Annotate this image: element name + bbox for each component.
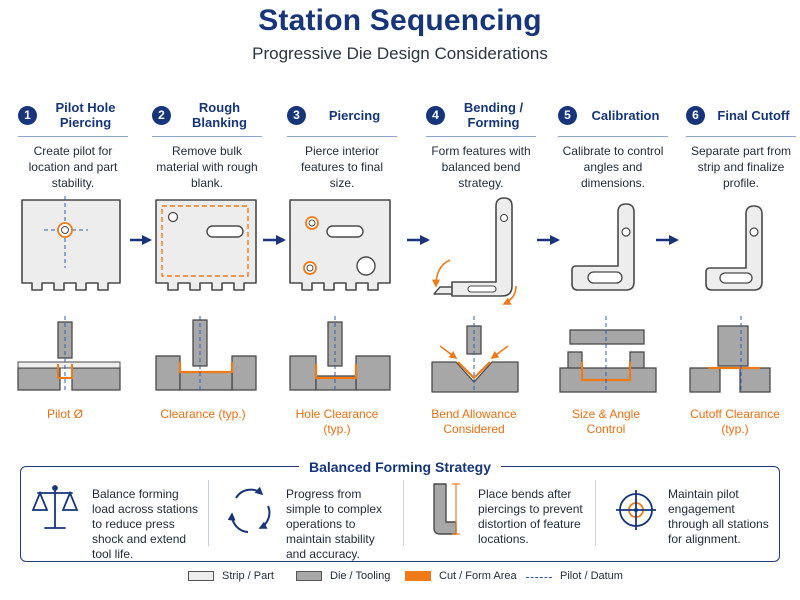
tooling-blanking: [155, 316, 257, 392]
step-title: Bending / Forming: [463, 100, 524, 130]
step-divider: [18, 136, 128, 137]
legend-label: Strip / Part: [222, 570, 274, 582]
legend-item-die: Die / Tooling: [296, 570, 390, 582]
step-number-badge: 2: [152, 105, 171, 125]
tooling-bending: [431, 316, 519, 393]
step-1: 1 Pilot Hole Piercing Create pilot for l…: [18, 96, 128, 191]
step-title: Rough Blanking: [192, 100, 247, 130]
step-title: Piercing: [328, 107, 381, 123]
page-title: Station Sequencing: [258, 4, 542, 37]
tool-label: Pilot Ø: [46, 407, 83, 421]
legend-item-strip: Strip / Part: [188, 570, 274, 582]
step-number-badge: 1: [18, 105, 37, 125]
step-number-badge: 3: [287, 105, 306, 125]
legend-label: Pilot / Datum: [560, 570, 623, 582]
tooling-cutoff: [689, 316, 771, 393]
strategy-tip: Balance forming load across stations to …: [92, 487, 199, 561]
legend-label: Cut / Form Area: [439, 570, 517, 582]
strip-swatch: [188, 571, 214, 581]
legend-label: Die / Tooling: [330, 570, 391, 582]
tool-label: Size & Angle Control: [571, 407, 641, 436]
balance-scale-icon: [31, 485, 79, 529]
part-pierced: [289, 199, 391, 291]
tooling-piercing: [289, 316, 391, 392]
step-divider: [426, 136, 536, 137]
divider: [403, 480, 404, 546]
step-description: Pierce interior features to final size.: [300, 144, 384, 190]
strategy-tip: Place bends after piercings to prevent d…: [478, 487, 583, 546]
legend-item-pilot: Pilot / Datum: [526, 570, 623, 582]
step-title: Calibration: [591, 107, 660, 123]
tooling-calibration: [559, 316, 657, 393]
step-2: 2 Rough Blanking Remove bulk material wi…: [152, 96, 262, 191]
strategy-title: Balanced Forming Strategy: [0, 459, 800, 477]
step-description: Create pilot for location and part stabi…: [28, 144, 118, 190]
step-6: 6 Final Cutoff Separate part from strip …: [686, 96, 796, 191]
step-divider: [686, 136, 796, 137]
page-subtitle: Progressive Die Design Considerations: [252, 44, 548, 63]
step-number-badge: 5: [558, 105, 577, 125]
crosshair-target-icon: [616, 490, 656, 530]
step-description: Form features with balanced bend strateg…: [431, 144, 531, 190]
strategy-tip: Progress from simple to complex operatio…: [286, 487, 383, 561]
step-4: 4 Bending / Forming Form features with b…: [426, 96, 536, 191]
pilot-swatch: [526, 576, 552, 578]
step-description: Separate part from strip and finalize pr…: [690, 144, 792, 190]
tool-label: Bend Allowance Considered: [431, 407, 517, 436]
step-title: Pilot Hole Piercing: [55, 100, 116, 130]
tool-label: Hole Clearance (typ.): [295, 407, 379, 436]
bent-part-icon: [433, 483, 460, 535]
part-calibrated: [571, 203, 635, 291]
step-number-badge: 6: [686, 105, 705, 125]
part-bending: [432, 197, 517, 305]
tool-label: Clearance (typ.): [160, 407, 246, 421]
step-description: Calibrate to control angles and dimensio…: [562, 144, 664, 190]
step-number-badge: 4: [426, 105, 445, 125]
step-title: Final Cutoff: [717, 107, 790, 123]
step-5: 5 Calibration Calibrate to control angle…: [558, 96, 668, 191]
divider: [208, 480, 209, 546]
tool-label: Cutoff Clearance (typ.): [690, 407, 780, 436]
step-divider: [152, 136, 262, 137]
tooling-pilot-punch: [17, 316, 121, 392]
cycle-arrows-icon: [227, 486, 271, 533]
cut-swatch: [405, 571, 431, 581]
strategy-tip: Maintain pilot engagement through all st…: [668, 487, 769, 546]
step-divider: [287, 136, 397, 137]
step-divider: [558, 136, 668, 137]
part-pilot-hole: [21, 196, 121, 291]
die-swatch: [296, 571, 322, 581]
part-rough-blank: [155, 199, 257, 291]
step-description: Remove bulk material with rough blank.: [156, 144, 258, 190]
divider: [595, 480, 596, 546]
legend-item-cut: Cut / Form Area: [405, 570, 517, 582]
step-3: 3 Piercing Pierce interior features to f…: [287, 96, 397, 191]
part-final: [705, 205, 763, 291]
